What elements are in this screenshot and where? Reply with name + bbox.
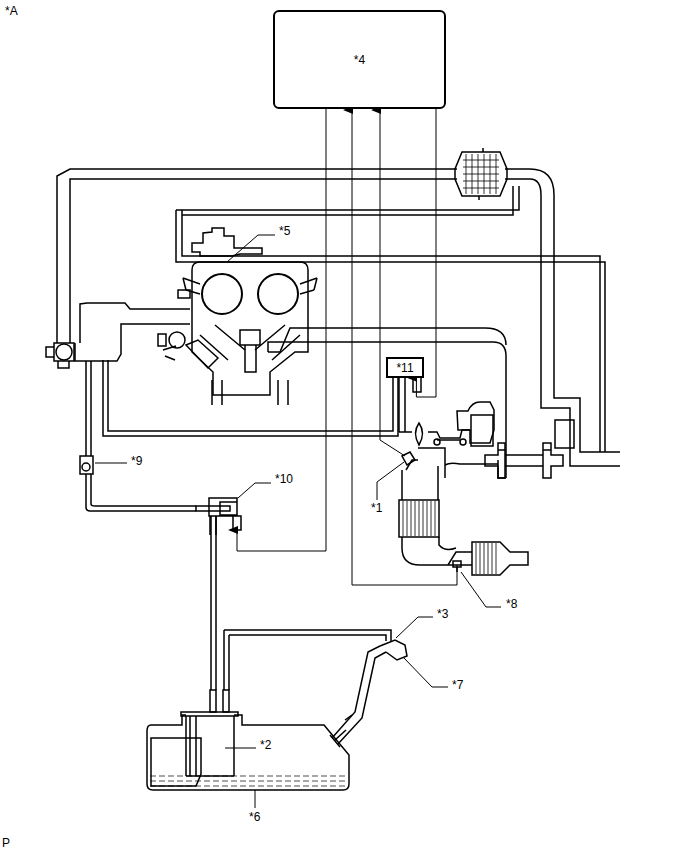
callout-number: *2 <box>259 738 272 752</box>
callout-number: *1 <box>370 501 383 515</box>
callout-number: *8 <box>505 597 518 611</box>
callout-number: *3 <box>436 607 449 621</box>
callout-number: *11 <box>396 361 413 375</box>
callout-number: *5 <box>278 224 291 238</box>
callout-number: *10 <box>274 472 294 486</box>
signal-wire <box>416 109 436 397</box>
callout-number: *A <box>4 4 19 18</box>
component-box: *4 <box>273 10 446 109</box>
callout-number: *9 <box>130 454 143 468</box>
callout-number: P <box>1 836 11 850</box>
callout-number: *6 <box>248 810 261 824</box>
callout-number: *4 <box>354 53 365 67</box>
component-box: *11 <box>386 357 424 378</box>
callout-number: *7 <box>451 678 464 692</box>
